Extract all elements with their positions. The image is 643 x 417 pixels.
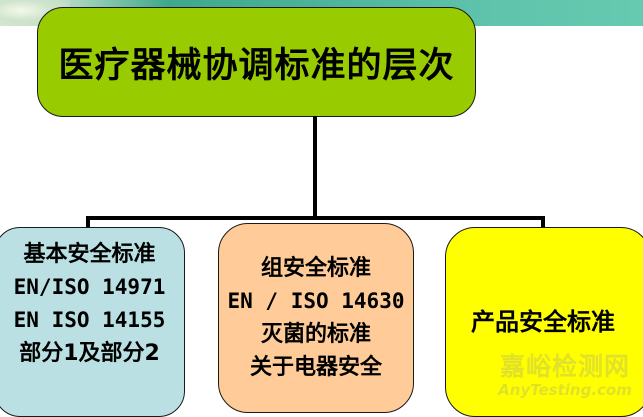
node-basic-line-4: 部分1及部分2 (19, 341, 160, 366)
diagram-title: 医疗器械协调标准的层次 (58, 45, 455, 86)
connector-horizontal (86, 216, 545, 220)
node-product-line-1: 产品安全标准 (471, 307, 615, 336)
node-basic-line-2: EN/ISO 14971 (13, 275, 166, 299)
node-basic-line-3: EN ISO 14155 (13, 308, 166, 332)
node-product-safety-standards: 产品安全标准 (445, 227, 643, 417)
node-group-line-4: 关于电器安全 (249, 355, 382, 380)
node-group-line-3: 灭菌的标准 (260, 322, 371, 347)
connector-right (541, 216, 545, 228)
node-group-line-2: EN / ISO 14630 (227, 289, 405, 313)
connector-left (86, 216, 90, 228)
connector-vertical-root (313, 116, 317, 220)
node-group-line-1: 组安全标准 (260, 256, 371, 281)
node-basic-line-1: 基本安全标准 (23, 242, 156, 267)
root-node: 医疗器械协调标准的层次 (37, 7, 476, 117)
node-basic-safety-standards: 基本安全标准 EN/ISO 14971 EN ISO 14155 部分1及部分2 (0, 227, 185, 417)
node-group-safety-standards: 组安全标准 EN / ISO 14630 灭菌的标准 关于电器安全 (218, 223, 414, 413)
